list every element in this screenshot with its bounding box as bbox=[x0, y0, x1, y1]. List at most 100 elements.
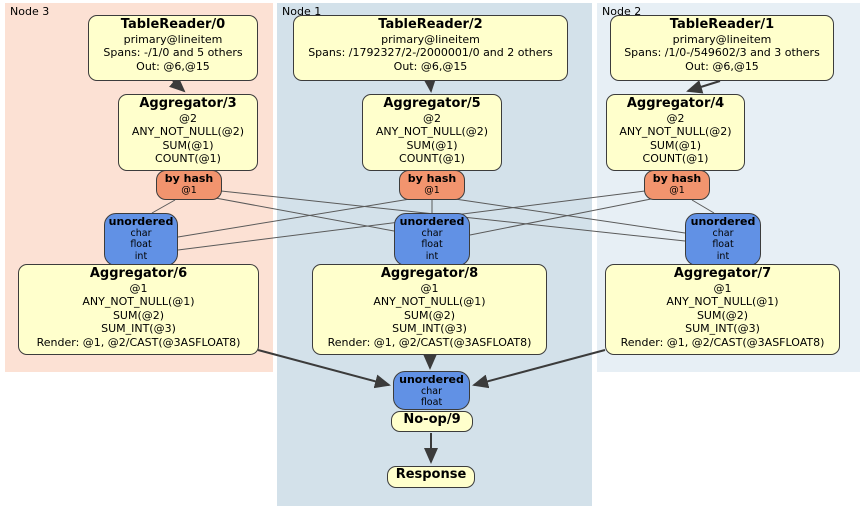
agg-fn: SUM_INT(@3) bbox=[101, 322, 176, 336]
processor-tablereader-1: TableReader/1 primary@lineitem Spans: /1… bbox=[610, 15, 834, 81]
sync-title: unordered bbox=[690, 215, 756, 228]
processor-aggregator-3: Aggregator/3 @2 ANY_NOT_NULL(@2) SUM(@1)… bbox=[118, 94, 258, 171]
sync-unordered-node3: unordered char float int bbox=[104, 213, 178, 266]
processor-out: Out: @6,@15 bbox=[685, 59, 759, 73]
agg-fn: ANY_NOT_NULL(@1) bbox=[82, 295, 195, 309]
agg-fn: SUM(@2) bbox=[112, 308, 165, 322]
agg-fn: COUNT(@1) bbox=[642, 152, 709, 166]
node-3-label: Node 3 bbox=[10, 5, 50, 18]
agg-render: Render: @1, @2/CAST(@3ASFLOAT8) bbox=[36, 335, 241, 349]
router-by-hash-node2: by hash @1 bbox=[644, 170, 710, 200]
sync-coltype: float bbox=[421, 239, 443, 251]
node-2-label: Node 2 bbox=[602, 5, 642, 18]
processor-title: No-op/9 bbox=[403, 412, 461, 427]
processor-spans: Spans: /1/0-/549602/3 and 3 others bbox=[624, 46, 820, 60]
sync-unordered-final: unordered char float bbox=[393, 371, 470, 410]
processor-tablereader-2: TableReader/2 primary@lineitem Spans: /1… bbox=[293, 15, 568, 81]
agg-fn: SUM_INT(@3) bbox=[392, 322, 467, 336]
processor-tablereader-0: TableReader/0 primary@lineitem Spans: -/… bbox=[88, 15, 258, 81]
agg-fn: SUM(@2) bbox=[403, 308, 456, 322]
sync-unordered-node2: unordered char float int bbox=[685, 213, 761, 266]
processor-index: primary@lineitem bbox=[123, 32, 223, 46]
agg-fn: COUNT(@1) bbox=[155, 152, 221, 166]
processor-title: Aggregator/7 bbox=[673, 266, 772, 281]
router-title: by hash bbox=[652, 172, 702, 185]
processor-aggregator-4: Aggregator/4 @2 ANY_NOT_NULL(@2) SUM(@1)… bbox=[606, 94, 745, 171]
processor-spans: Spans: -/1/0 and 5 others bbox=[103, 46, 243, 60]
processor-title: TableReader/1 bbox=[669, 17, 775, 32]
edge-byhash4-unordered-center bbox=[469, 198, 652, 236]
processor-title: Aggregator/5 bbox=[383, 96, 481, 111]
agg-fn: SUM(@1) bbox=[162, 138, 214, 152]
edge-byhash5-unordered-right bbox=[454, 198, 686, 234]
processor-title: TableReader/0 bbox=[120, 17, 226, 32]
processor-aggregator-8: Aggregator/8 @1 ANY_NOT_NULL(@1) SUM(@2)… bbox=[312, 264, 547, 355]
sync-coltype: float bbox=[712, 239, 734, 251]
agg-fn: ANY_NOT_NULL(@2) bbox=[375, 125, 489, 139]
router-title: by hash bbox=[407, 172, 457, 185]
agg-fn: ANY_NOT_NULL(@2) bbox=[619, 125, 732, 139]
edge-byhash4-unordered-right bbox=[691, 199, 715, 214]
processor-title: Aggregator/6 bbox=[89, 266, 188, 281]
processor-index: primary@lineitem bbox=[381, 32, 480, 46]
agg-group-cols: @2 bbox=[423, 111, 441, 125]
response-box: Response bbox=[387, 466, 475, 488]
sync-coltype: char bbox=[421, 386, 442, 398]
agg-group-cols: @1 bbox=[713, 281, 732, 295]
agg-fn: SUM_INT(@3) bbox=[685, 322, 760, 336]
edge-byhash3-unordered-left bbox=[151, 199, 176, 214]
agg-render: Render: @1, @2/CAST(@3ASFLOAT8) bbox=[327, 335, 532, 349]
agg-fn: COUNT(@1) bbox=[399, 152, 465, 166]
router-cols: @1 bbox=[424, 185, 440, 197]
agg-fn: ANY_NOT_NULL(@1) bbox=[666, 295, 779, 309]
processor-out: Out: @6,@15 bbox=[393, 59, 468, 73]
agg-fn: ANY_NOT_NULL(@1) bbox=[373, 295, 486, 309]
processor-out: Out: @6,@15 bbox=[136, 59, 210, 73]
router-by-hash-node1: by hash @1 bbox=[399, 170, 465, 200]
agg-fn: SUM(@1) bbox=[649, 138, 702, 152]
agg-group-cols: @2 bbox=[666, 111, 685, 125]
sync-coltype: char bbox=[712, 228, 734, 240]
sync-title: unordered bbox=[399, 215, 465, 228]
router-by-hash-node3: by hash @1 bbox=[156, 170, 222, 200]
agg-group-cols: @1 bbox=[129, 281, 148, 295]
sync-coltype: float bbox=[130, 239, 152, 251]
agg-group-cols: @1 bbox=[420, 281, 439, 295]
sync-coltype: int bbox=[425, 250, 439, 262]
router-cols: @1 bbox=[181, 185, 197, 197]
node-1-label: Node 1 bbox=[282, 5, 322, 18]
agg-group-cols: @2 bbox=[179, 111, 197, 125]
edge-tablereader2-aggregator5 bbox=[422, 76, 437, 93]
sync-title: unordered bbox=[108, 215, 174, 228]
processor-aggregator-5: Aggregator/5 @2 ANY_NOT_NULL(@2) SUM(@1)… bbox=[362, 94, 502, 171]
processor-index: primary@lineitem bbox=[672, 32, 772, 46]
sync-coltype: char bbox=[130, 228, 152, 240]
agg-render: Render: @1, @2/CAST(@3ASFLOAT8) bbox=[620, 335, 825, 349]
sync-coltype: char bbox=[421, 228, 443, 240]
processor-noop-9: No-op/9 bbox=[391, 411, 473, 432]
processor-title: Aggregator/8 bbox=[380, 266, 479, 281]
edge-aggregator7-final-unordered bbox=[472, 349, 606, 389]
sync-coltype: float bbox=[420, 397, 443, 409]
processor-title: Aggregator/3 bbox=[139, 96, 237, 111]
edge-byhash5-unordered-left bbox=[177, 198, 411, 238]
router-cols: @1 bbox=[669, 185, 685, 197]
sync-coltype: int bbox=[134, 250, 148, 262]
sync-coltype: int bbox=[716, 250, 730, 262]
sync-title: unordered bbox=[399, 373, 464, 386]
processor-aggregator-7: Aggregator/7 @1 ANY_NOT_NULL(@1) SUM(@2)… bbox=[605, 264, 840, 355]
processor-spans: Spans: /1792327/2-/2000001/0 and 2 other… bbox=[308, 46, 553, 60]
edge-byhash3-unordered-center bbox=[209, 196, 395, 232]
edge-aggregator6-final-unordered bbox=[257, 349, 391, 389]
processor-title: TableReader/2 bbox=[378, 17, 483, 32]
sync-unordered-node1: unordered char float int bbox=[394, 213, 470, 266]
agg-fn: SUM(@2) bbox=[696, 308, 749, 322]
edge-tablereader0-aggregator3 bbox=[168, 76, 186, 93]
agg-fn: ANY_NOT_NULL(@2) bbox=[131, 125, 245, 139]
router-title: by hash bbox=[164, 172, 214, 185]
edge-tablereader1-aggregator4 bbox=[686, 80, 721, 94]
processor-title: Aggregator/4 bbox=[626, 96, 725, 111]
processor-aggregator-6: Aggregator/6 @1 ANY_NOT_NULL(@1) SUM(@2)… bbox=[18, 264, 259, 355]
